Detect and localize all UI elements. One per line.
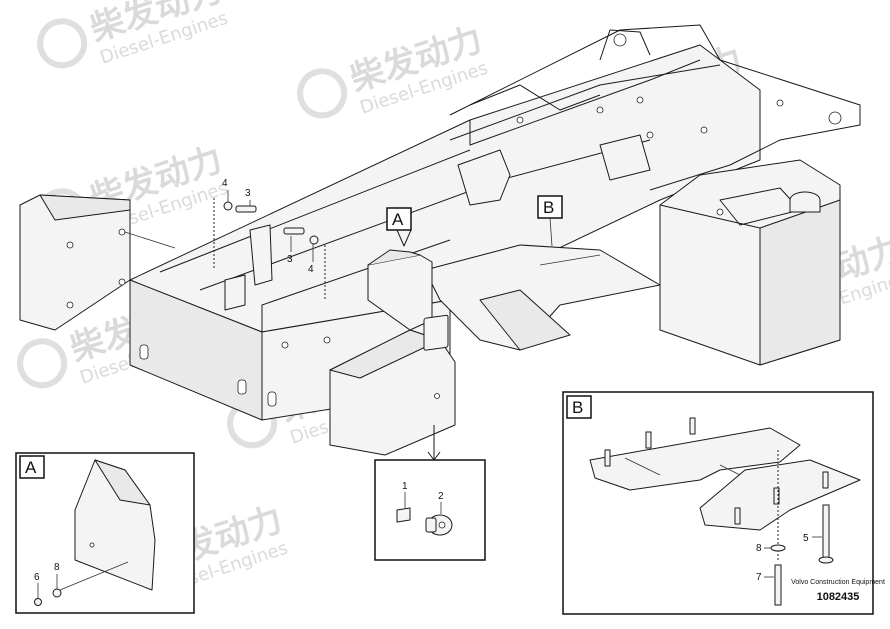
part-number-8: 8 [756,543,762,554]
part-number-5: 5 [803,533,809,544]
part-number-3: 3 [287,254,293,265]
inset-access-panel: 1 2 [374,425,486,561]
part-number-2: 2 [438,491,444,502]
detail-a-label: A [25,458,37,477]
fasteners-upper: 4 3 3 4 [213,178,326,300]
part-number-6: 6 [34,572,40,583]
front-cover [329,314,456,456]
part-number-4: 4 [222,178,228,189]
watermark-tile: 柴发动力 Diesel-Engines [297,20,490,119]
part-number-4: 4 [308,264,314,275]
callout-marker-b[interactable]: B [537,195,563,247]
watermark-tile: 柴发动力 Diesel-Engines [37,0,230,69]
part-number-1: 1 [402,481,408,492]
part-number-3: 3 [245,188,251,199]
detail-a-box: A 6 8 [15,452,195,614]
svg-text:B: B [543,198,554,217]
fuel-tank [659,159,841,366]
part-number-8: 8 [54,562,60,573]
svg-text:A: A [392,210,404,229]
bracket-a-main [367,249,433,331]
callout-marker-a[interactable]: A [386,207,412,247]
detail-b-label: B [572,398,583,417]
left-cover-panel [19,194,176,331]
detail-b-box: B 5 8 7 Volvo Construction Equipment 108… [562,391,885,615]
drawing-number: 1082435 [817,591,860,603]
part-number-7: 7 [756,572,762,583]
floor-plate-main [424,244,661,351]
publisher-caption: Volvo Construction Equipment [791,579,885,586]
